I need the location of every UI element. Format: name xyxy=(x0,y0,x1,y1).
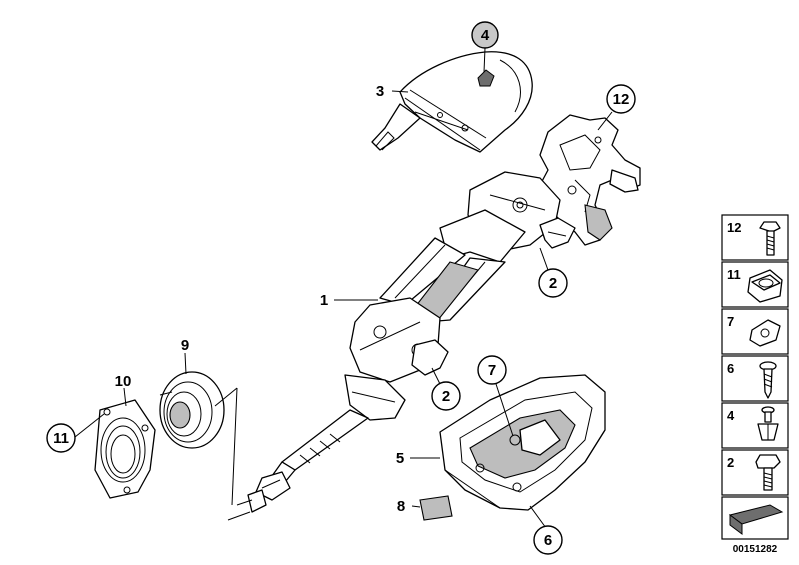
callout-2-lower[interactable]: 2 xyxy=(431,381,461,411)
legend-item-7-label: 7 xyxy=(727,314,734,329)
callout-3-label: 3 xyxy=(376,83,384,100)
assembly-line xyxy=(231,387,238,506)
callout-6[interactable]: 6 xyxy=(533,525,563,555)
callout-2-upper[interactable]: 2 xyxy=(538,268,568,298)
callout-4-label: 4 xyxy=(481,27,490,44)
lower-steering-column-cover xyxy=(439,374,606,511)
callout-12-label: 12 xyxy=(613,91,630,108)
legend-item-11-label: 11 xyxy=(727,267,741,282)
rubber-grommet xyxy=(159,371,225,449)
arrow-icon xyxy=(728,504,784,535)
legend-item-12[interactable]: 12 xyxy=(721,214,789,261)
callout-2-upper-label: 2 xyxy=(549,275,557,292)
upper-steering-column-cover xyxy=(371,51,533,153)
callout-12[interactable]: 12 xyxy=(606,84,636,114)
steering-column-body xyxy=(247,171,576,513)
legend-item-2-label: 2 xyxy=(727,455,734,470)
callout-11-label: 11 xyxy=(53,430,69,447)
bolt-icon xyxy=(759,221,781,256)
expanding-rivet-icon xyxy=(757,406,779,441)
callout-10-label: 10 xyxy=(115,373,132,390)
foam-pad xyxy=(419,495,453,521)
callout-1[interactable]: 1 xyxy=(320,292,328,309)
callout-11[interactable]: 11 xyxy=(46,423,76,453)
leader-lines xyxy=(74,47,613,529)
legend-arrow-box xyxy=(721,496,789,540)
legend-item-4[interactable]: 4 xyxy=(721,402,789,449)
callout-3[interactable]: 3 xyxy=(376,83,384,100)
callout-7[interactable]: 7 xyxy=(477,355,507,385)
callout-9[interactable]: 9 xyxy=(181,337,189,354)
callout-7-label: 7 xyxy=(488,362,496,379)
callout-10[interactable]: 10 xyxy=(115,373,132,390)
legend-item-7[interactable]: 7 xyxy=(721,308,789,355)
callout-8[interactable]: 8 xyxy=(397,498,405,515)
callout-8-label: 8 xyxy=(397,498,405,515)
parts-legend: 12 11 7 xyxy=(721,214,789,555)
callout-1-label: 1 xyxy=(320,292,328,309)
callout-2-lower-label: 2 xyxy=(442,388,450,405)
document-number: 00151282 xyxy=(733,544,778,555)
legend-item-11[interactable]: 11 xyxy=(721,261,789,308)
screw-icon xyxy=(759,361,777,399)
clip-nut-icon xyxy=(749,319,781,347)
legend-item-6[interactable]: 6 xyxy=(721,355,789,402)
legend-item-4-label: 4 xyxy=(727,408,735,423)
legend-item-6-label: 6 xyxy=(727,361,734,376)
callout-4[interactable]: 4 xyxy=(471,21,499,49)
callout-9-label: 9 xyxy=(181,337,189,354)
legend-item-12-label: 12 xyxy=(727,220,741,235)
callout-5-label: 5 xyxy=(396,450,404,467)
hex-bolt-icon xyxy=(755,454,781,491)
callout-6-label: 6 xyxy=(544,532,552,549)
boot-flange xyxy=(94,399,156,499)
hex-nut-icon xyxy=(747,269,783,303)
callout-5[interactable]: 5 xyxy=(396,450,404,467)
legend-item-2[interactable]: 2 xyxy=(721,449,789,496)
